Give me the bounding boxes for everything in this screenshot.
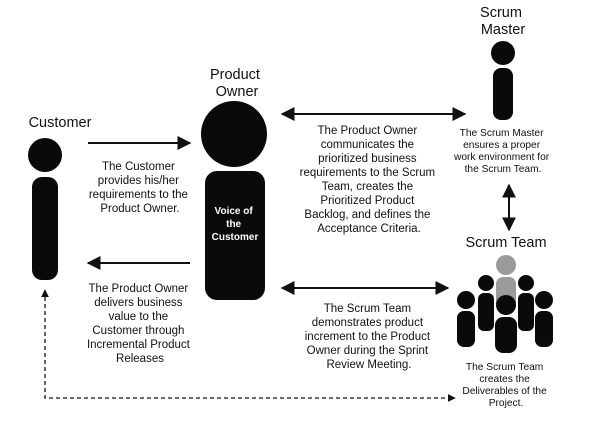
team-lead-head: [496, 255, 516, 275]
product-owner-figure: [201, 101, 267, 300]
team-member-head: [478, 275, 494, 291]
scrum-team-description: The Scrum Team creates the Deliverables …: [462, 362, 549, 409]
team-member-head: [496, 295, 516, 315]
team-member-body: [457, 311, 475, 347]
product-owner-head: [201, 101, 267, 167]
team-member-head: [535, 291, 553, 309]
scrum-master-body: [493, 68, 513, 120]
po-to-customer-text: The Product Owner delivers business valu…: [87, 283, 193, 365]
scrum-team-figure: [457, 255, 553, 353]
customer-body: [32, 177, 58, 280]
customer-figure: [28, 138, 62, 280]
po-to-master-text: The Product Owner communicates the prior…: [300, 125, 439, 235]
customer-to-po-text: The Customer provides his/her requiremen…: [89, 161, 191, 215]
product-owner-label: Product Owner: [210, 67, 264, 100]
team-member-body: [535, 311, 553, 347]
dashed-deliverables-path: [41, 289, 456, 402]
customer-label: Customer: [29, 115, 92, 131]
scrum-master-figure: [491, 41, 515, 120]
team-to-po-text: The Scrum Team demonstrates product incr…: [305, 303, 434, 371]
team-member-head: [518, 275, 534, 291]
team-member-body: [495, 317, 517, 353]
team-member-head: [457, 291, 475, 309]
team-member-body: [478, 293, 494, 331]
product-owner-body: [205, 171, 265, 300]
voice-of-customer-badge: Voice of the Customer: [212, 206, 259, 243]
scrum-master-description: The Scrum Master ensures a proper work e…: [453, 128, 552, 175]
scrum-master-head: [491, 41, 515, 65]
scrum-team-label: Scrum Team: [465, 235, 546, 251]
customer-head: [28, 138, 62, 172]
scrum-master-label: Scrum Master: [480, 5, 526, 38]
team-member-body: [518, 293, 534, 331]
